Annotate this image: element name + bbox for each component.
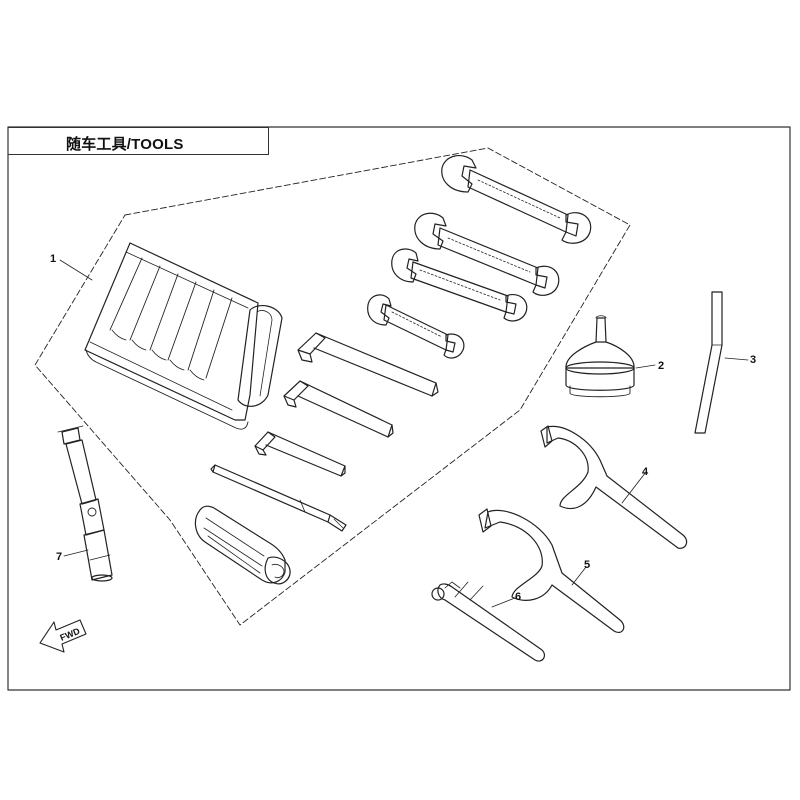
open-end-wrench-medium — [414, 212, 560, 296]
callout-5: 5 — [584, 559, 590, 571]
leader-lines — [59, 259, 749, 608]
tubular-handle — [431, 581, 546, 662]
hook-spanner-lower — [478, 508, 625, 633]
open-end-wrench-smallest — [367, 294, 465, 359]
screwdriver-handle — [194, 505, 291, 585]
funnel — [565, 315, 635, 398]
drawing-frame — [7, 126, 791, 691]
hex-key-medium — [283, 380, 394, 438]
fwd-arrow-icon: FWD — [39, 619, 87, 653]
tool-roll-bag — [84, 242, 283, 430]
bent-rod — [694, 291, 723, 434]
page-title: 随车工具/TOOLS — [66, 136, 184, 153]
callout-7: 7 — [56, 551, 62, 563]
callout-6: 6 — [515, 591, 521, 603]
hex-key-large — [297, 332, 439, 397]
hook-spanner-upper — [540, 425, 688, 549]
hex-key-small — [254, 431, 346, 477]
callout-3: 3 — [750, 354, 756, 366]
open-end-wrench-large — [441, 154, 592, 244]
open-end-wrench-small — [391, 248, 528, 322]
spark-plug-wrench — [57, 425, 113, 582]
screwdriver-bit — [210, 464, 347, 532]
callout-4: 4 — [642, 466, 649, 478]
callout-1: 1 — [50, 253, 56, 265]
tool-kit-boundary — [34, 147, 631, 626]
callout-2: 2 — [658, 360, 664, 372]
